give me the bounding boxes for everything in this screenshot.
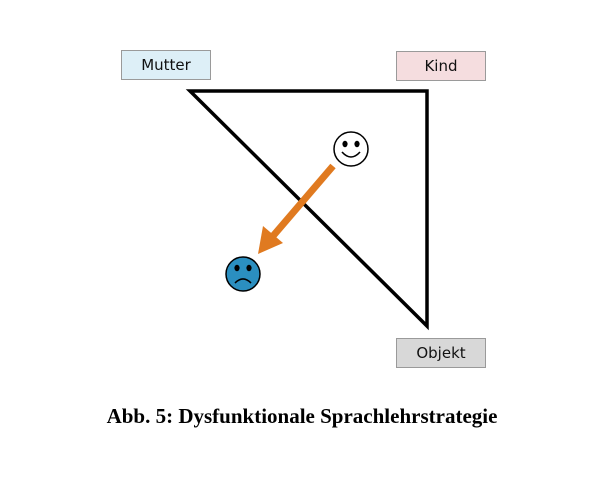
triangle-shape — [185, 89, 429, 331]
smiling-face-icon — [333, 131, 369, 167]
arrow — [258, 163, 336, 254]
arrow-head — [258, 226, 283, 254]
figure-caption: Abb. 5: Dysfunktionale Sprachlehrstrateg… — [106, 404, 498, 428]
sad-face-icon — [225, 256, 261, 292]
kind-label-box: Kind — [396, 51, 486, 81]
arrow-shaft — [270, 163, 336, 239]
objekt-label-box: Objekt — [396, 338, 486, 368]
mutter-label-box: Mutter — [121, 50, 211, 80]
